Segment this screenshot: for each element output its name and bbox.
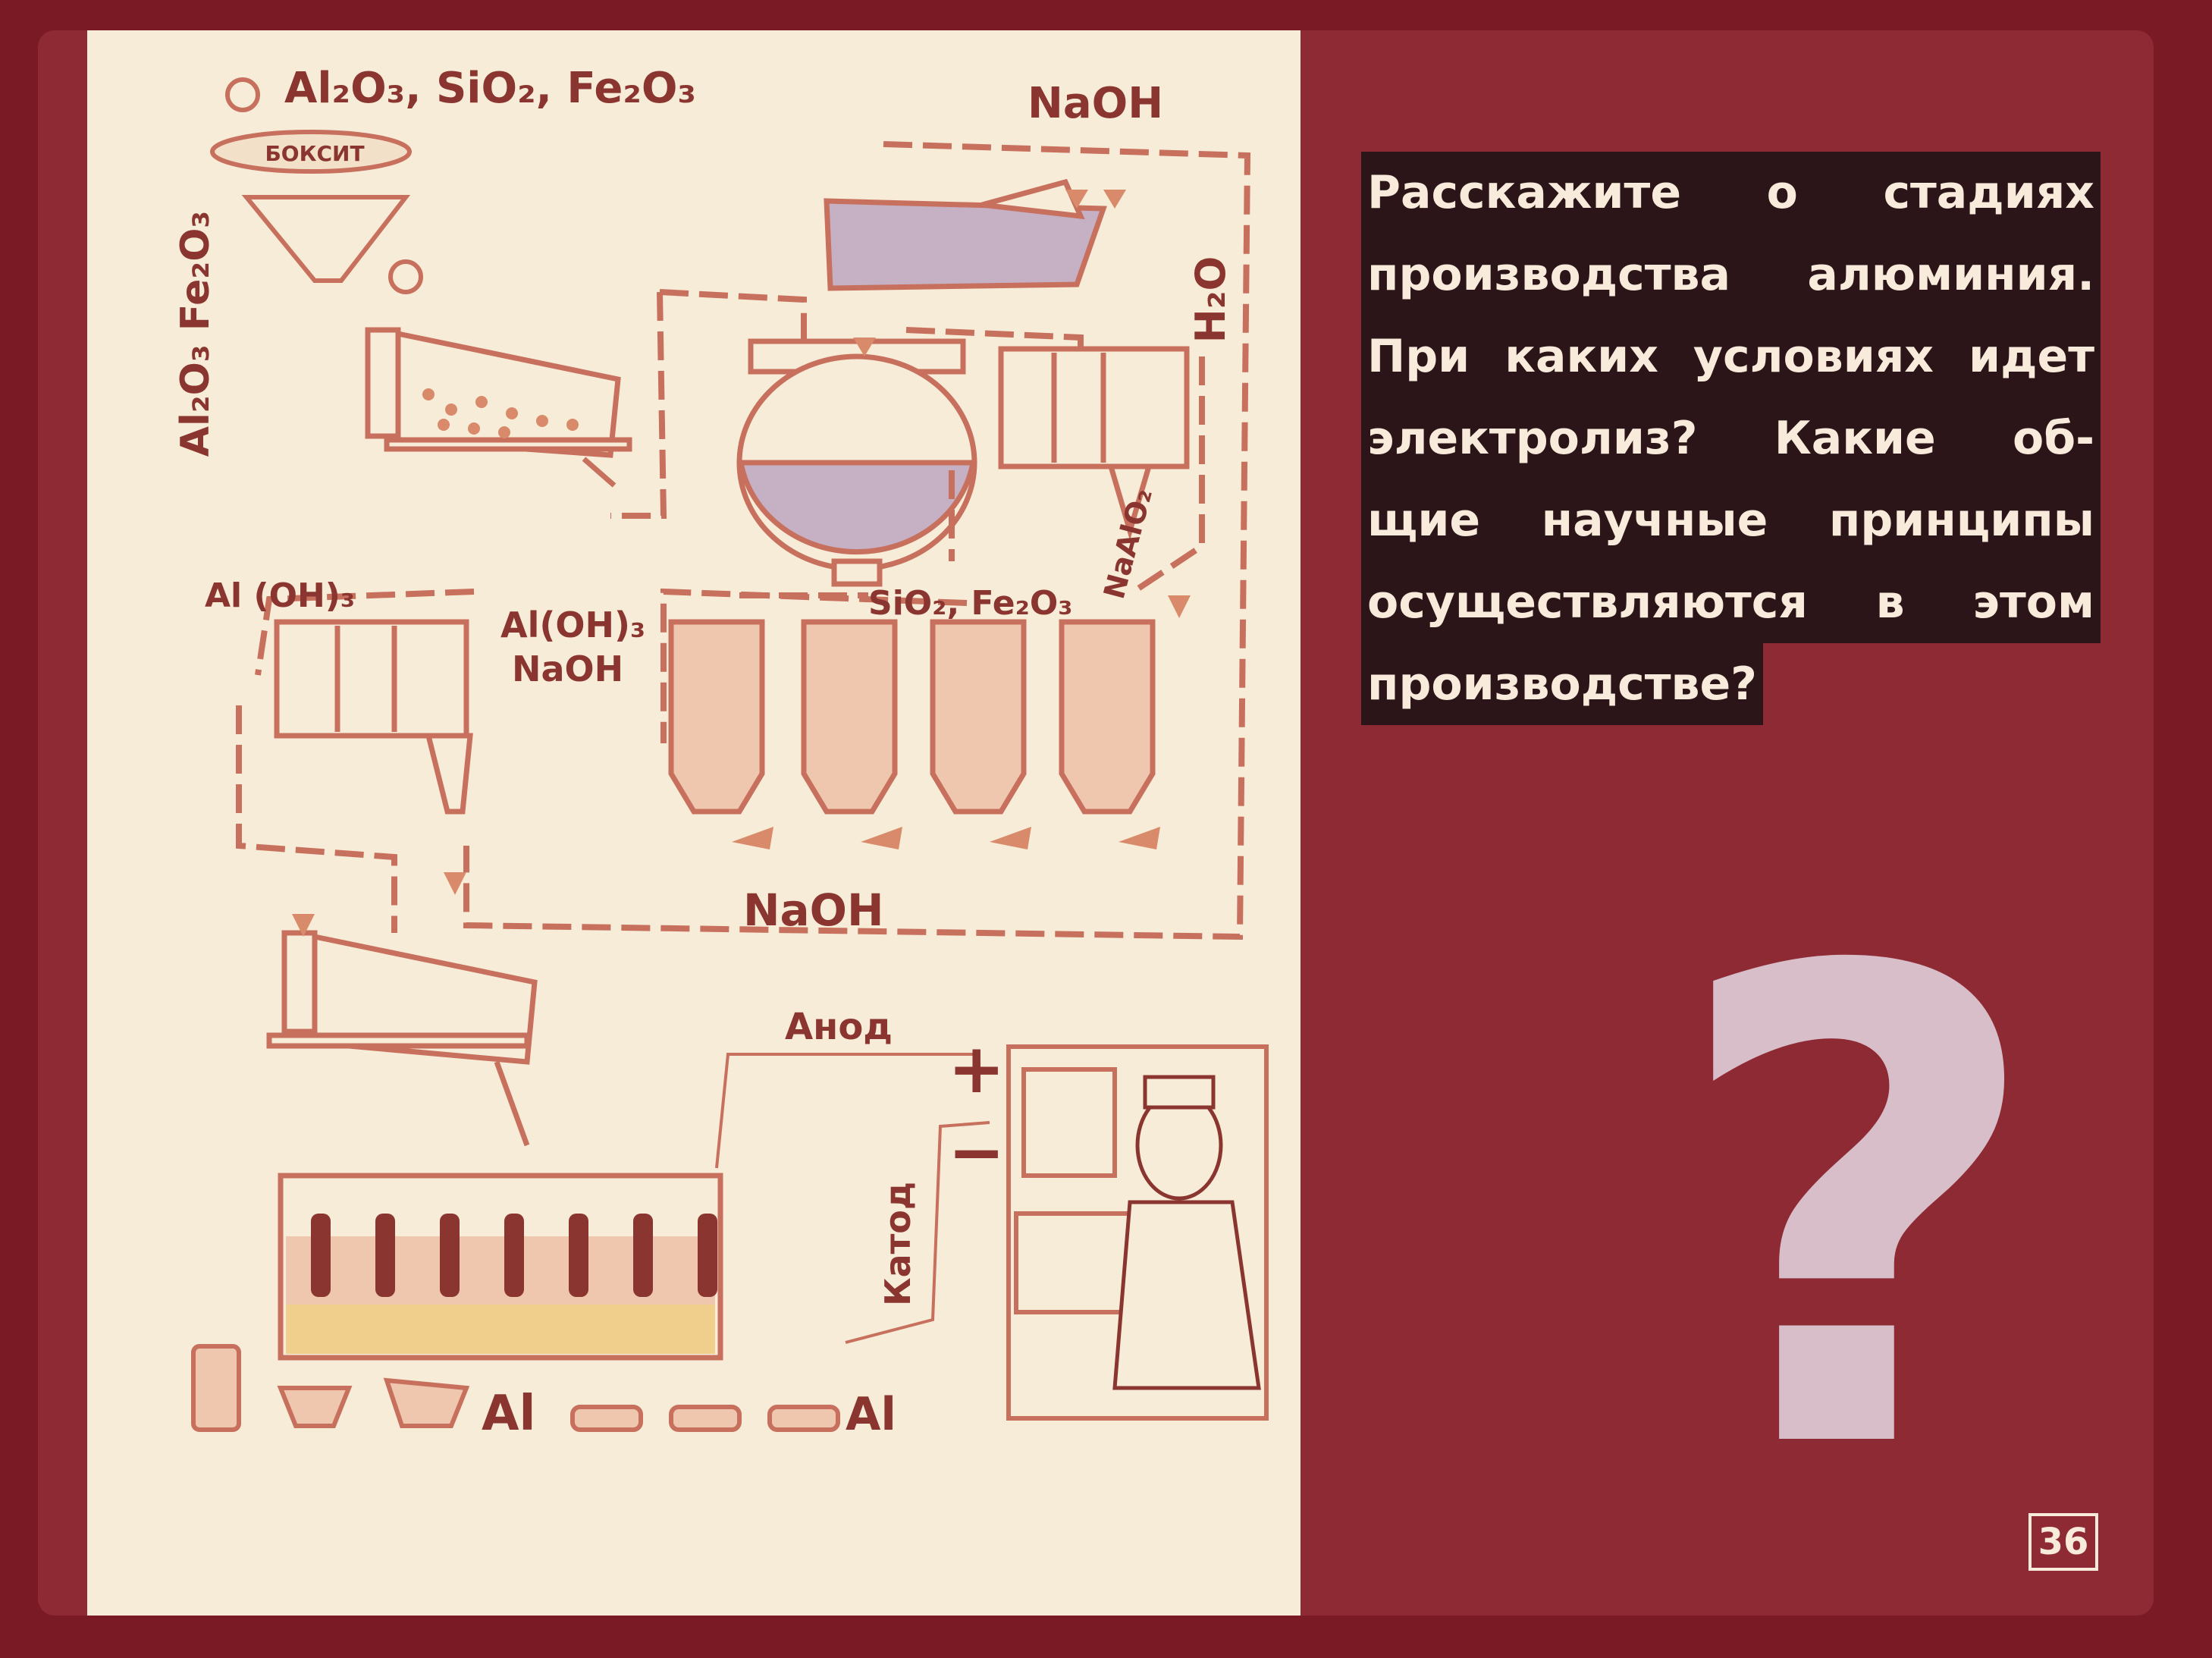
bauxite-hopper bbox=[210, 77, 423, 294]
diagram-panel: Al₂O₃, SiO₂, Fe₂O₃ БОКСИТ Al₂O₃ Fe₂O₃ Na… bbox=[87, 30, 1301, 1616]
naoh-mix-label: NaOH bbox=[512, 648, 623, 689]
electrodes bbox=[311, 1214, 717, 1297]
water-label: H₂O bbox=[1187, 256, 1235, 344]
hydroxide-out-label: Al (OH)₃ bbox=[205, 576, 355, 615]
anode-label: Анод bbox=[785, 1006, 893, 1048]
flow-arrows bbox=[292, 190, 1191, 937]
cathode-label: Катод bbox=[877, 1182, 918, 1306]
ore-label: БОКСИТ bbox=[265, 141, 364, 166]
minus-sign: − bbox=[948, 1113, 1005, 1192]
residue-label: SiO₂, Fe₂O₃ bbox=[868, 584, 1073, 623]
question-mark-icon: ? bbox=[1668, 834, 2047, 1593]
electrolysis-bath bbox=[278, 1173, 723, 1361]
hydroxide-mix-label: Al(OH)₃ bbox=[500, 604, 645, 645]
autoclave bbox=[736, 338, 977, 587]
technician bbox=[1112, 1075, 1261, 1390]
formula-top-label: Al₂O₃, SiO₂, Fe₂O₃ bbox=[284, 64, 696, 113]
product-label-1: Al bbox=[482, 1386, 535, 1442]
side-formula-label: Al₂O₃ Fe₂O₃ bbox=[173, 211, 218, 457]
ingots bbox=[191, 1344, 840, 1432]
question-line-7: производстве? bbox=[1361, 643, 1763, 725]
filter-press-upper bbox=[998, 346, 1190, 541]
question-line-4: электролиз? Какие об- bbox=[1361, 397, 2101, 479]
process-lines bbox=[236, 141, 1251, 940]
naoh-bottom-label: NaOH bbox=[743, 884, 884, 936]
calcination-kiln bbox=[266, 930, 538, 1147]
question-line-6: осуществляются в этом bbox=[1361, 561, 2101, 643]
naoh-top-label: NaOH bbox=[1028, 79, 1163, 128]
product-label-2: Al bbox=[846, 1388, 896, 1441]
electric-wires bbox=[715, 1053, 990, 1344]
aluminium-production-diagram: Al₂O₃, SiO₂, Fe₂O₃ БОКСИТ Al₂O₃ Fe₂O₃ Na… bbox=[173, 64, 1269, 1442]
precipitator bbox=[274, 619, 473, 815]
plus-sign: + bbox=[948, 1029, 1005, 1109]
question-line-2: производства алюминия. bbox=[1361, 234, 2101, 316]
rotary-kiln bbox=[365, 327, 632, 488]
question-line-3: При каких условиях идет bbox=[1361, 316, 2101, 397]
question-line-1: Расскажите о стадиях bbox=[1361, 152, 2101, 234]
mixing-trough bbox=[824, 178, 1107, 291]
settling-tanks bbox=[668, 619, 1156, 815]
question-text: Расскажите о стадиях производства алюмин… bbox=[1361, 152, 2101, 725]
question-line-5: щие научные принципы bbox=[1361, 479, 2101, 561]
kiln-granules bbox=[422, 388, 579, 438]
slide-number: 36 bbox=[2028, 1513, 2098, 1571]
